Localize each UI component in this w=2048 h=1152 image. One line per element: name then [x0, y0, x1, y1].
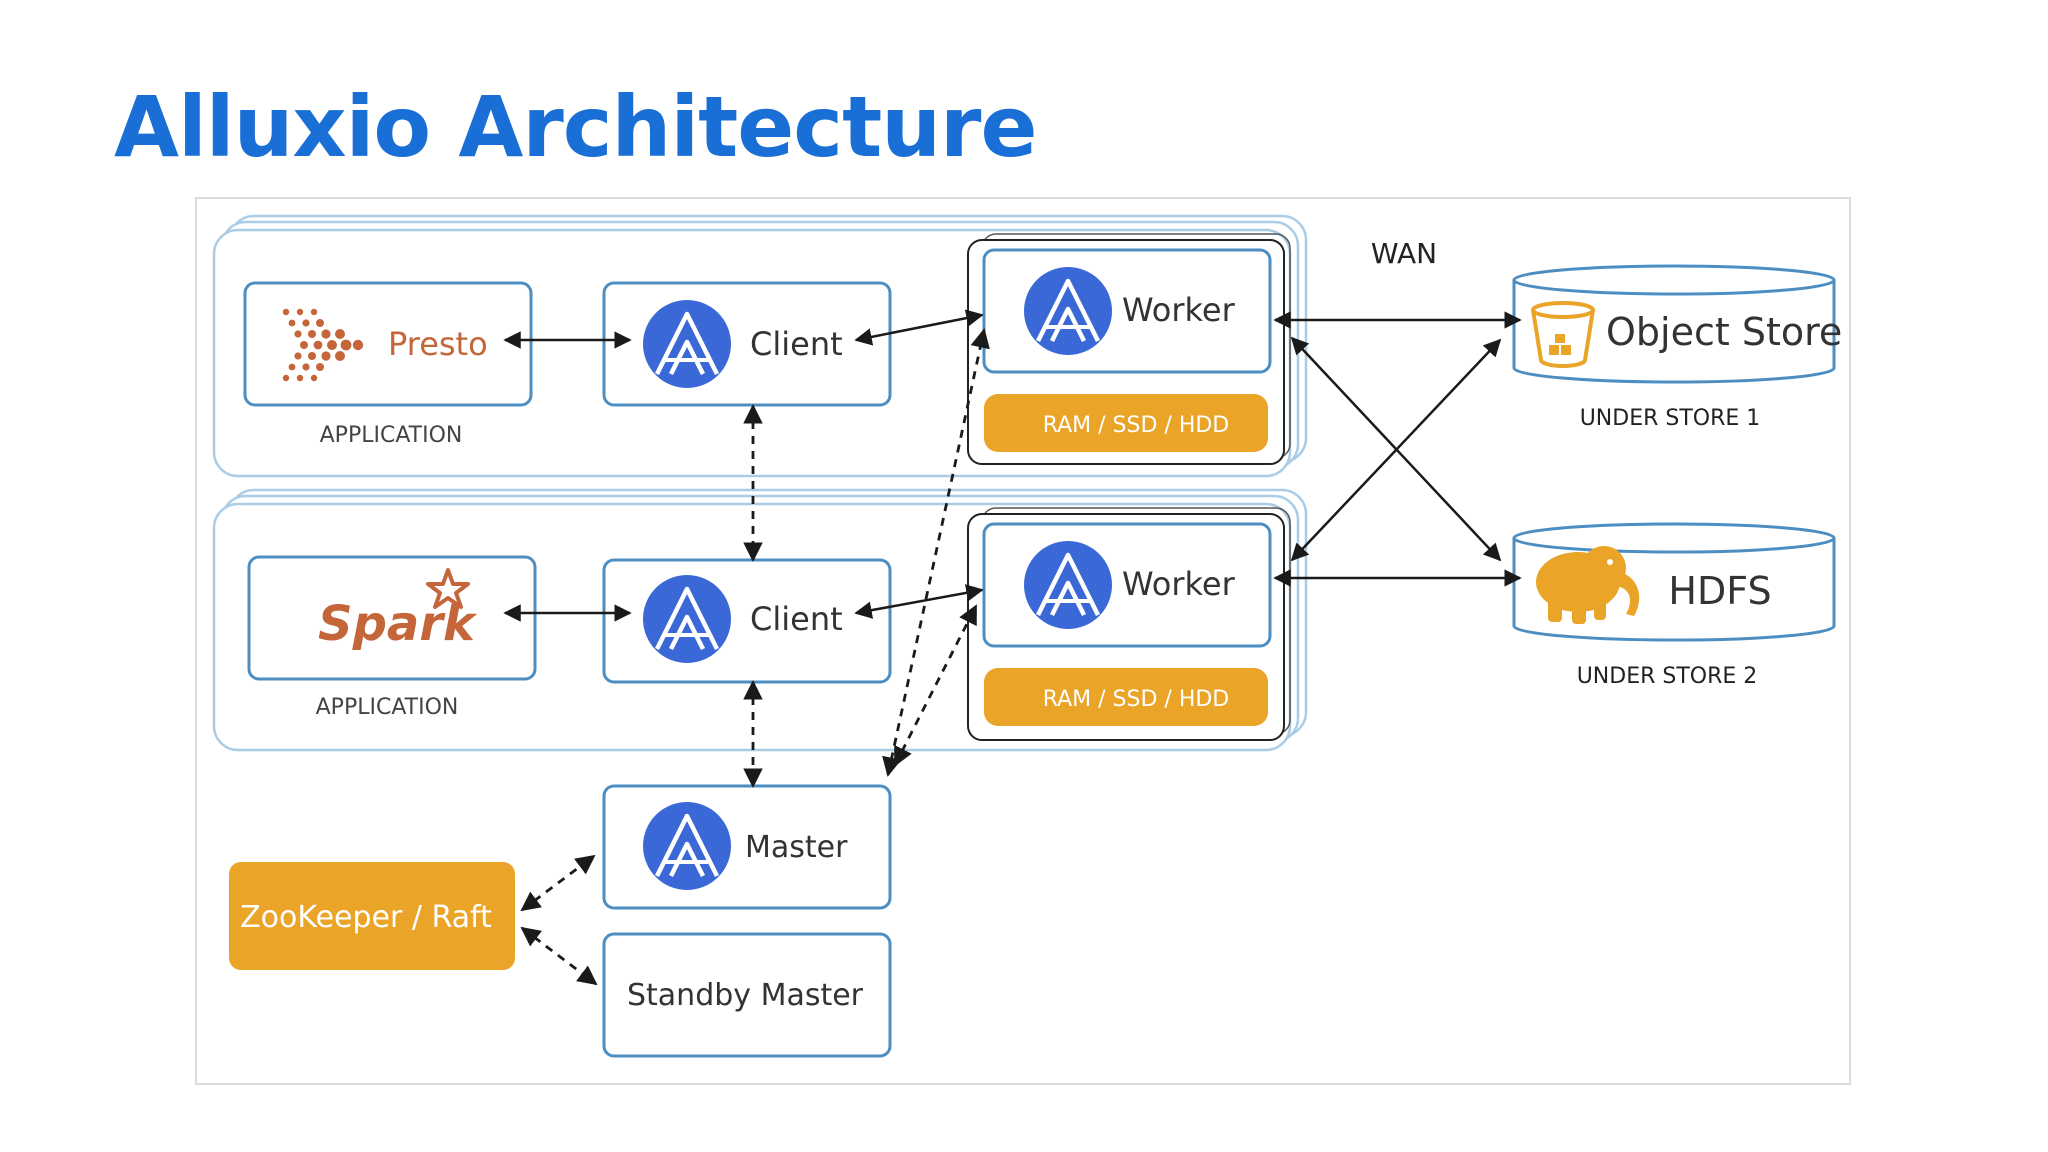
object-store-label: Object Store — [1606, 310, 1842, 354]
hadoop-elephant-icon — [1536, 546, 1640, 624]
worker-label-2: Worker — [1122, 565, 1236, 603]
client-box-1: Client — [602, 281, 892, 407]
worker-box-2: Worker — [982, 522, 1272, 648]
storage-tier-1 — [984, 394, 1268, 452]
storage-tier-label-1: RAM / SSD / HDD — [1043, 413, 1230, 438]
standby-master-label: Standby Master — [627, 978, 864, 1013]
application-label-1: APPLICATION — [320, 423, 463, 448]
spark-logo-icon: Spark — [318, 568, 478, 652]
hdfs-label: HDFS — [1668, 569, 1771, 613]
client-label-1: Client — [750, 325, 843, 363]
connections-solid — [503, 309, 1522, 622]
spark-label: Spark — [318, 596, 478, 652]
application-label-2: APPLICATION — [316, 695, 459, 720]
standby-master-box: Standby Master — [602, 932, 892, 1058]
master-box: Master — [602, 784, 892, 910]
presto-app-box: Presto — [243, 281, 533, 407]
alluxio-logo-icon — [643, 575, 731, 663]
master-label: Master — [745, 830, 848, 865]
connections-dashed — [520, 328, 990, 986]
zookeeper-box — [229, 862, 515, 970]
slide-title: Alluxio Architecture — [114, 78, 1037, 176]
worker-label-1: Worker — [1122, 291, 1236, 329]
presto-logo-icon — [282, 308, 364, 382]
client-box-2: Client — [602, 558, 892, 684]
client-label-2: Client — [750, 600, 843, 638]
object-store-cylinder: Object Store — [1512, 264, 1842, 384]
under-store-label-1: UNDER STORE 1 — [1580, 406, 1761, 431]
alluxio-logo-icon — [1024, 541, 1112, 629]
zookeeper-label: ZooKeeper / Raft — [240, 900, 492, 935]
storage-tier-label-2: RAM / SSD / HDD — [1043, 687, 1230, 712]
presto-label: Presto — [388, 325, 488, 363]
spark-app-box: Spark — [247, 555, 537, 681]
alluxio-logo-icon — [643, 802, 731, 890]
alluxio-logo-icon — [1024, 267, 1112, 355]
wan-label: WAN — [1371, 237, 1437, 270]
bucket-icon — [1531, 301, 1595, 368]
storage-tier-2 — [984, 668, 1268, 726]
under-store-label-2: UNDER STORE 2 — [1577, 664, 1758, 689]
worker-box-1: Worker — [982, 248, 1272, 374]
hdfs-cylinder: HDFS — [1512, 522, 1836, 642]
alluxio-logo-icon — [643, 300, 731, 388]
